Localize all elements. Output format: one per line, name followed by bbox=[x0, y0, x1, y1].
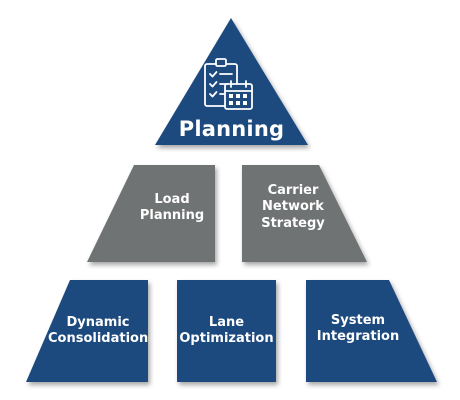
label-line: Load bbox=[154, 192, 190, 207]
system-integration-label: System Integration bbox=[306, 313, 410, 346]
label-line: Planning bbox=[139, 208, 205, 224]
label-line: System bbox=[330, 313, 386, 328]
clipboard-calendar-icon bbox=[204, 58, 253, 110]
middle-right-block bbox=[242, 165, 367, 262]
label-line: Lane bbox=[208, 315, 245, 330]
label-line: Optimization bbox=[179, 331, 274, 347]
planning-label: Planning bbox=[178, 117, 285, 141]
load-planning-label: Load Planning bbox=[128, 192, 216, 225]
label-line: Integration bbox=[316, 329, 400, 345]
bottom-center-block bbox=[177, 280, 276, 382]
bottom-right-block bbox=[306, 280, 437, 382]
label-line: Network bbox=[262, 199, 324, 215]
label-line: Dynamic bbox=[66, 315, 130, 330]
lane-optimization-label: Lane Optimization bbox=[177, 315, 276, 348]
middle-left-block bbox=[87, 165, 215, 262]
label-line: Carrier bbox=[267, 183, 319, 198]
carrier-network-strategy-label: Carrier Network Strategy bbox=[244, 183, 342, 232]
dynamic-consolidation-label: Dynamic Consolidation bbox=[48, 315, 148, 348]
label-line: Strategy bbox=[261, 215, 325, 231]
label-line: Consolidation bbox=[48, 331, 149, 347]
bottom-left-block bbox=[26, 280, 148, 382]
